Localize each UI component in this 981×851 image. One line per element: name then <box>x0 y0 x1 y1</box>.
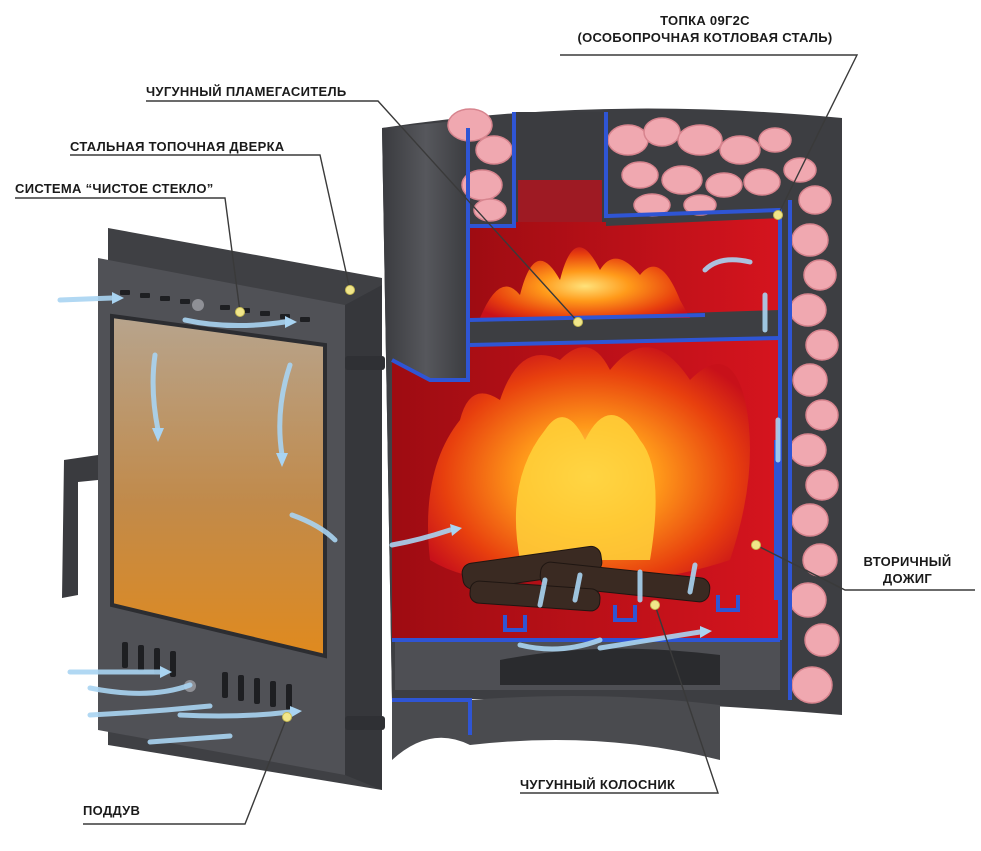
grate-label: ЧУГУННЫЙ КОЛОСНИК <box>520 777 676 792</box>
leader-air-intake <box>83 716 288 825</box>
firebox-label-line2: (ОСОБОПРОЧНАЯ КОТЛОВАЯ СТАЛЬ) <box>577 30 833 45</box>
heater-stones <box>447 108 840 704</box>
door-glass <box>112 316 325 656</box>
flame-core <box>515 415 656 560</box>
flame-damper-label: ЧУГУННЫЙ ПЛАМЕГАСИТЕЛЬ <box>146 84 347 99</box>
firebox-steel-edges <box>391 112 792 735</box>
leader-glass <box>15 197 241 313</box>
stove-base <box>392 696 720 760</box>
air-arrow-heads <box>112 292 712 718</box>
door-hinge-bottom <box>345 716 385 730</box>
air-flow-arrows <box>57 257 781 745</box>
burning-logs <box>461 545 711 612</box>
firebox-label-line1: ТОПКА 09Г2С <box>660 13 750 28</box>
leader-firebox <box>560 54 859 216</box>
steel-door-label: СТАЛЬНАЯ ТОПОЧНАЯ ДВЕРКА <box>70 139 285 154</box>
chimney-heat <box>518 180 602 222</box>
leader-dots <box>235 210 783 722</box>
firebox-label: ТОПКА 09Г2С (ОСОБОПРОЧНАЯ КОТЛОВАЯ СТАЛЬ… <box>560 12 850 46</box>
door-side-edge <box>345 285 382 790</box>
secondary-burn-line2: ДОЖИГ <box>882 571 933 586</box>
secondary-burn-line1: ВТОРИЧНЫЙ <box>863 554 952 569</box>
leader-secondary <box>755 544 975 591</box>
bottom-vent-slots <box>122 642 292 710</box>
air-intake-label: ПОДДУВ <box>83 803 141 818</box>
top-damper-knob[interactable] <box>192 299 204 311</box>
ash-pile <box>500 648 720 685</box>
leader-grate <box>520 604 719 794</box>
leader-flame-damper <box>146 100 579 323</box>
side-panel <box>382 120 470 755</box>
upper-flame <box>480 247 690 318</box>
clean-glass-label: СИСТЕМА “ЧИСТОЕ СТЕКЛО” <box>15 181 214 196</box>
firebox-interior <box>392 112 780 690</box>
leader-lines <box>15 54 975 825</box>
door-hinge-top <box>345 356 385 370</box>
leader-door <box>70 154 351 291</box>
secondary-burn-label: ВТОРИЧНЫЙ ДОЖИГ <box>845 553 970 587</box>
stove-door[interactable] <box>62 228 385 790</box>
glass-frame <box>110 313 327 659</box>
door-handle[interactable] <box>62 455 98 598</box>
